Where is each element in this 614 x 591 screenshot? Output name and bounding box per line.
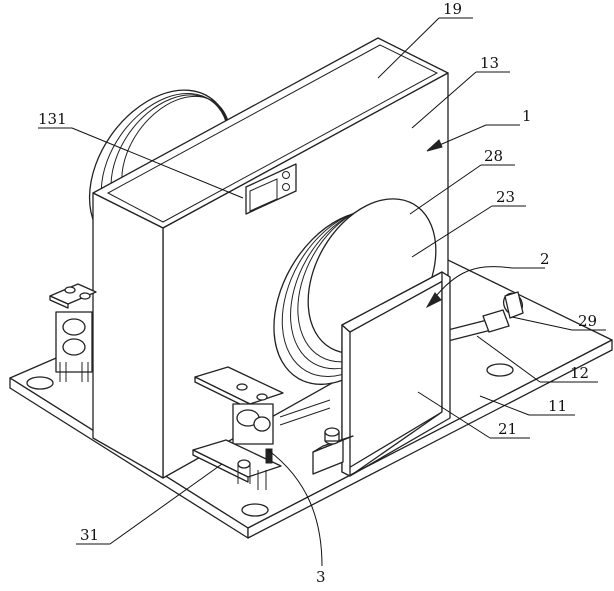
mount-hole (241, 503, 269, 517)
arrow-icon (425, 292, 442, 309)
knob-icon (282, 171, 290, 179)
control-panel (245, 163, 297, 215)
mount-hole (26, 376, 54, 390)
label-29: 29 (578, 312, 597, 330)
label-3: 3 (316, 568, 326, 586)
label-21: 21 (498, 420, 517, 438)
stop-block (312, 427, 354, 475)
arrow-icon (426, 139, 443, 152)
label-12: 12 (570, 364, 589, 382)
label-1: 1 (522, 107, 532, 125)
shaft (439, 291, 524, 343)
label-19: 19 (443, 0, 462, 18)
label-11: 11 (548, 397, 567, 415)
bracket-plate (341, 271, 451, 477)
label-13: 13 (480, 54, 499, 72)
clamp-left (49, 283, 97, 382)
knob-icon (282, 183, 290, 191)
label-2: 2 (540, 250, 550, 268)
label-23: 23 (496, 188, 515, 206)
reference-labels: 19 13 131 1 28 23 2 29 12 11 21 31 3 (38, 0, 597, 586)
mount-hole (486, 363, 514, 377)
clamp-front (192, 366, 331, 490)
housing-left-face (92, 192, 164, 479)
label-131: 131 (38, 110, 67, 128)
label-28: 28 (484, 147, 503, 165)
leader-lines (38, 17, 606, 567)
label-31: 31 (80, 526, 99, 544)
